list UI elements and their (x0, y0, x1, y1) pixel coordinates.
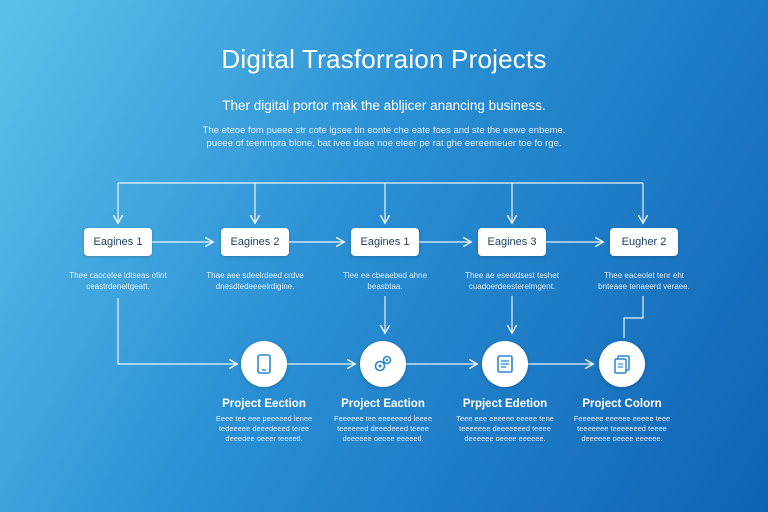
tablet-icon (257, 354, 271, 374)
project-node-1 (241, 341, 287, 387)
project-title-3: Prpject Edetion (462, 398, 548, 410)
files-icon (614, 355, 630, 374)
engine-desc-3: Tlee ee cbeaebed ahne beasbtaa. (342, 271, 428, 291)
engine-node-2: Eagines 2 (221, 228, 289, 256)
drop-right (623, 296, 644, 338)
diagram-subtitle: Ther digital portor mak the abljicer ana… (222, 98, 546, 113)
project-desc-2: Feeeeee tee eeeeeeed leeee teeeeeed deee… (333, 414, 432, 443)
project-desc-1: Eeee tee eee peeeeed lenee tedeeeee deee… (215, 414, 313, 443)
project-node-3 (482, 341, 528, 387)
project-desc-3: Teee eee eeeeee eeeee tene teeeeeee deee… (456, 414, 554, 443)
diagram-title: Digital Trasforraion Projects (221, 44, 547, 74)
drop-left (117, 298, 236, 364)
document-icon (497, 355, 513, 373)
engine-desc-4: Thee ae eseoldsest teshet cuadoerdeester… (465, 271, 559, 291)
engine-desc-1: Thee caocelee ldtseas ofint ceastrdenelt… (69, 271, 167, 291)
engine-desc-2: Thae aee sdeelrdeed crdve dnesdtedeeeelr… (206, 271, 304, 291)
engine-node-1: Eagines 1 (84, 228, 152, 256)
engine-desc-5: Thee eaceolet tenr eht bnteaee tenaeerd … (598, 271, 690, 291)
engine-node-5: Eugher 2 (610, 228, 678, 256)
project-node-2 (360, 341, 406, 387)
diagram-description: The eteoe fom pueee str cote igsee tin e… (202, 125, 566, 149)
project-node-4 (599, 341, 645, 387)
project-title-2: Project Eaction (341, 398, 425, 410)
gears-icon (374, 355, 392, 372)
project-title-4: Project Colorn (582, 398, 662, 410)
engine-node-4: Eagines 3 (478, 228, 546, 256)
project-desc-4: Feeeeee eeeeee eeeee teee teeeeeee teeee… (573, 414, 671, 443)
project-title-1: Project Eection (222, 398, 306, 410)
engine-node-3: Eagines 1 (351, 228, 419, 256)
